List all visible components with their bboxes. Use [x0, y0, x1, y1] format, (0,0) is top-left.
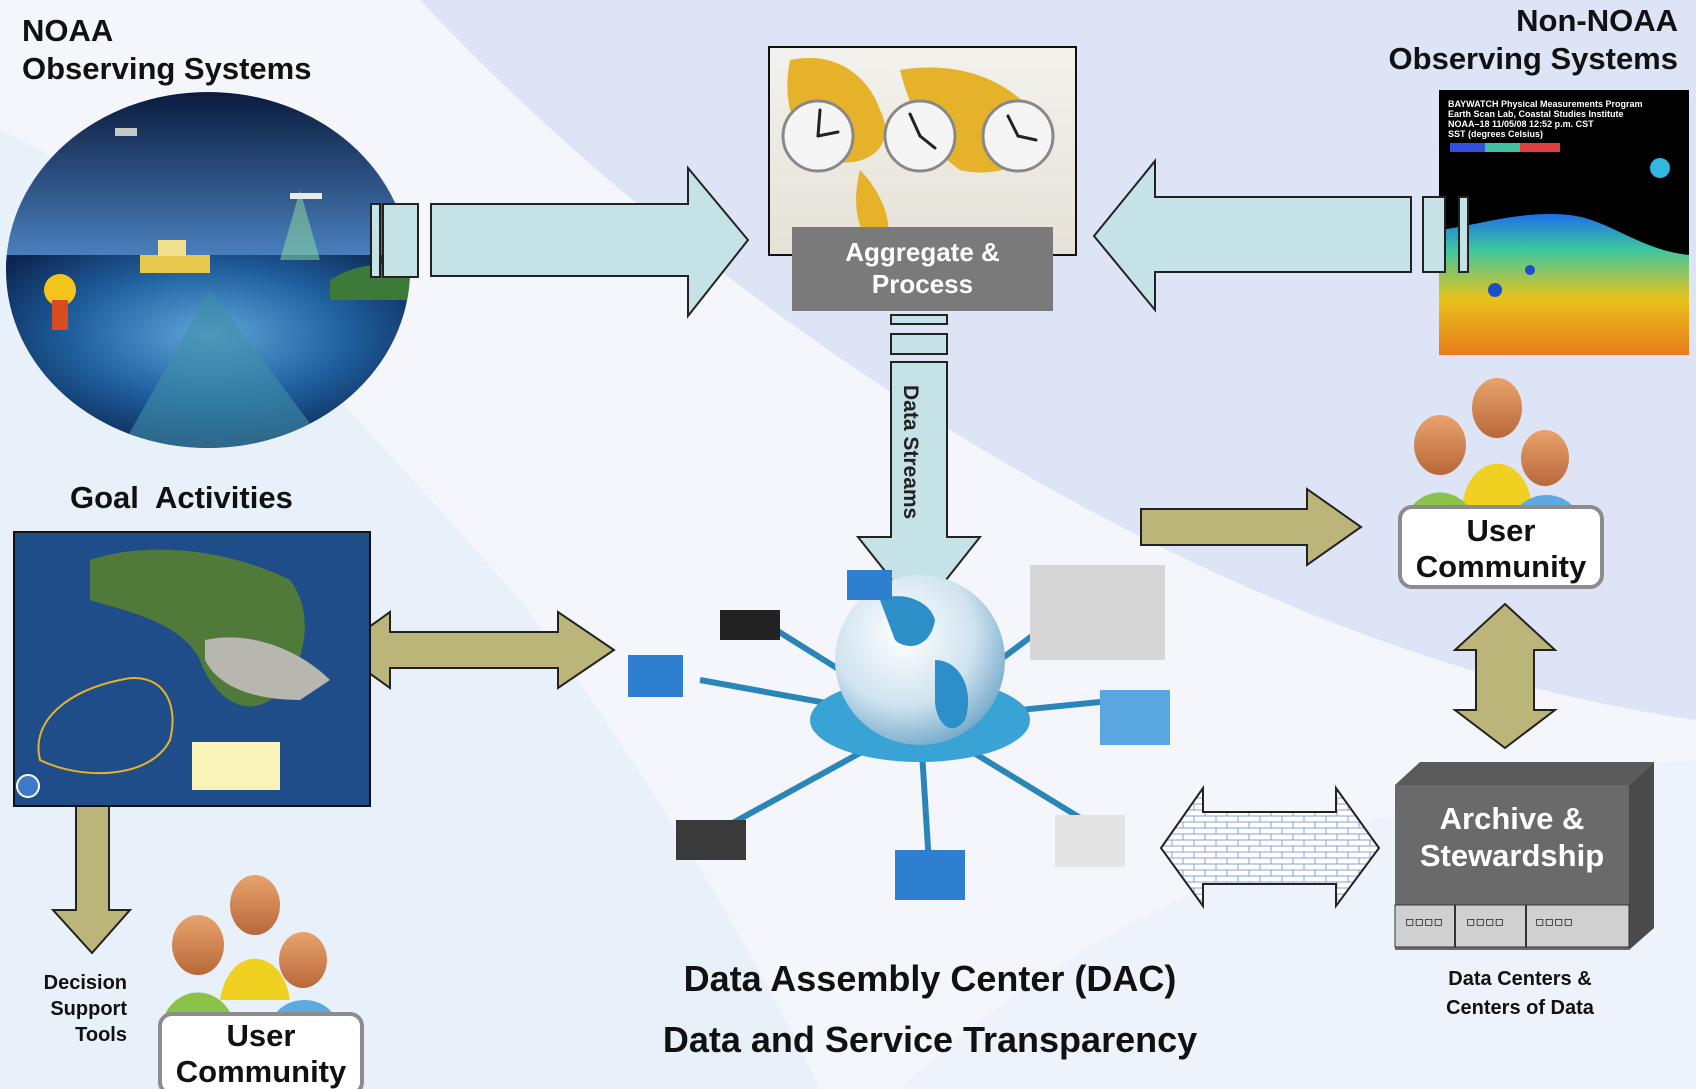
- arrow-user-archive: [1452, 602, 1558, 750]
- aggregate-line1: Aggregate &: [845, 237, 1000, 267]
- dac-subtitle: Data and Service Transparency: [662, 1019, 1198, 1060]
- non-noaa-title: Non-NOAA Observing Systems: [1389, 2, 1678, 78]
- user-right-line1: User: [1466, 513, 1536, 548]
- aggregate-process-box: [792, 227, 1053, 311]
- arrow-data-streams: [855, 314, 983, 616]
- dac-network-hub: [628, 565, 1170, 900]
- decision-line2: Support: [50, 998, 127, 1020]
- archive-slot-3: ▫▫▫▫: [1535, 914, 1573, 930]
- data-centers-label: Data Centers & Centers of Data: [1420, 965, 1620, 1023]
- aggregate-line2: Process: [871, 269, 974, 299]
- decision-line3: Tools: [75, 1024, 127, 1046]
- sst-line3: NOAA–18 11/05/08 12:52 p.m. CST: [1448, 119, 1594, 129]
- decision-support-label: Decision Support Tools: [30, 970, 127, 1048]
- noaa-title-line2: Observing Systems: [22, 51, 312, 86]
- arrow-nonnoaa-to-aggregate: [1092, 158, 1469, 313]
- arrow-dac-archive: [1159, 784, 1381, 910]
- clocks-world-map-image: [768, 46, 1077, 256]
- archive-label: Archive & Stewardship: [1395, 800, 1629, 874]
- noaa-title-line1: NOAA: [22, 13, 114, 48]
- data-streams-label: Data Streams: [899, 385, 922, 520]
- sst-line4: SST (degrees Celsius): [1448, 129, 1544, 139]
- non-noaa-title-line1: Non-NOAA: [1516, 3, 1678, 38]
- decision-line1: Decision: [43, 972, 127, 994]
- sst-line1: BAYWATCH Physical Measurements Program: [1448, 99, 1643, 109]
- arrow-noaa-to-aggregate: [370, 165, 750, 319]
- sst-line2: Earth Scan Lab, Coastal Studies Institut…: [1448, 109, 1624, 119]
- user-community-right: User Community: [1398, 505, 1604, 589]
- archive-line2: Stewardship: [1419, 838, 1605, 873]
- user-right-line2: Community: [1415, 549, 1587, 584]
- sst-panel-text: BAYWATCH Physical Measurements Program E…: [1448, 99, 1643, 139]
- dac-title: Data Assembly Center (DAC): [683, 958, 1177, 999]
- user-left-line2: Community: [175, 1054, 347, 1089]
- data-centers-line2: Centers of Data: [1446, 997, 1594, 1019]
- goal-activities-map: [13, 531, 371, 807]
- user-left-line1: User: [226, 1018, 296, 1053]
- noaa-title: NOAA Observing Systems: [22, 12, 311, 88]
- non-noaa-title-line2: Observing Systems: [1388, 41, 1678, 76]
- aggregate-process-label: Aggregate & Process: [792, 236, 1053, 300]
- sst-satellite-image: [1439, 90, 1689, 355]
- arrow-dac-to-user: [1140, 487, 1363, 567]
- data-centers-line1: Data Centers &: [1448, 968, 1592, 990]
- archive-slot-2: ▫▫▫▫: [1466, 914, 1504, 930]
- archive-box: [1394, 762, 1654, 950]
- arrow-goal-dac: [335, 610, 616, 690]
- user-community-left: User Community: [158, 1012, 364, 1089]
- goal-activities-title: Goal Activities: [70, 480, 293, 515]
- archive-line1: Archive &: [1439, 801, 1585, 836]
- archive-slot-1: ▫▫▫▫: [1405, 914, 1443, 930]
